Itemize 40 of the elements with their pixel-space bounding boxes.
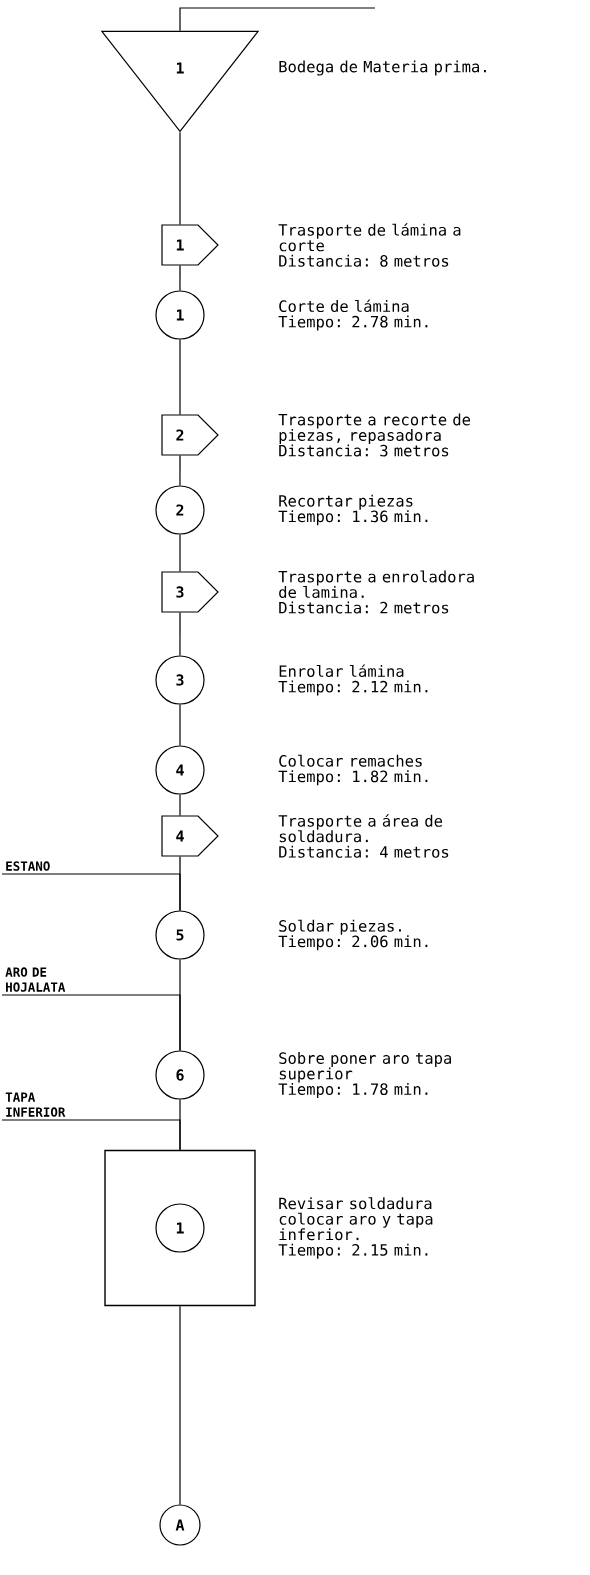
step-description: Distancia: 2 metros	[279, 601, 449, 614]
input-label: ARO DE HOJALATA	[5, 967, 66, 992]
connector-line	[179, 704, 181, 746]
inspection-square	[104, 1149, 256, 1307]
step-description: Trasporte a recorte de piezas, repasadora	[278, 413, 471, 444]
connector-line	[179, 794, 181, 816]
step-description: Distancia: 8 metros	[279, 254, 449, 267]
connector-line	[1, 873, 181, 911]
input-label: TAPA INFERIOR	[5, 1092, 66, 1117]
connector-line	[179, 265, 181, 291]
step-description: Corte de lámina	[279, 299, 409, 313]
step-description: Trasporte de lámina a corte	[278, 223, 461, 252]
connector-line	[179, 131, 181, 225]
connector-line	[179, 612, 181, 656]
step-description: Distancia: 4 metros	[279, 845, 449, 858]
step-description: Tiempo: 1.82 min.	[278, 770, 428, 786]
step-description: Revisar soldadura colocar aro y tapa inferior.	[279, 1197, 433, 1241]
step-description: Trasporte a enroladora de lamina.	[278, 570, 474, 599]
connector-line	[1, 994, 181, 1051]
connector-line	[179, 455, 181, 486]
step-description: Tiempo: 2.12 min.	[278, 680, 428, 696]
step-description: Recortar piezas	[279, 494, 413, 510]
step-description: Tiempo: 1.36 min.	[278, 510, 428, 526]
step-description: Soldar piezas.	[279, 919, 401, 935]
connector-line	[179, 1305, 181, 1505]
connector-line	[179, 7, 376, 32]
input-label: ESTANO	[6, 861, 50, 871]
step-description: Sobre poner aro tapa superior	[279, 1052, 451, 1083]
connector-line	[179, 534, 181, 572]
step-description: Tiempo: 2.15 min.	[278, 1243, 428, 1259]
step-description: Tiempo: 2.78 min.	[278, 315, 428, 331]
step-description: Tiempo: 1.78 min.	[278, 1083, 428, 1098]
connector-line	[1, 1119, 181, 1151]
step-description: Bodega de Materia prima.	[279, 60, 486, 76]
step-description: Tiempo: 2.06 min.	[278, 935, 428, 951]
step-description: Enrolar lámina	[279, 664, 404, 678]
connector-line	[179, 339, 181, 415]
step-description: Trasporte a área de soldadura.	[278, 814, 443, 843]
step-description: Colocar remaches	[279, 754, 422, 767]
step-description: Distancia: 3 metros	[279, 444, 449, 457]
